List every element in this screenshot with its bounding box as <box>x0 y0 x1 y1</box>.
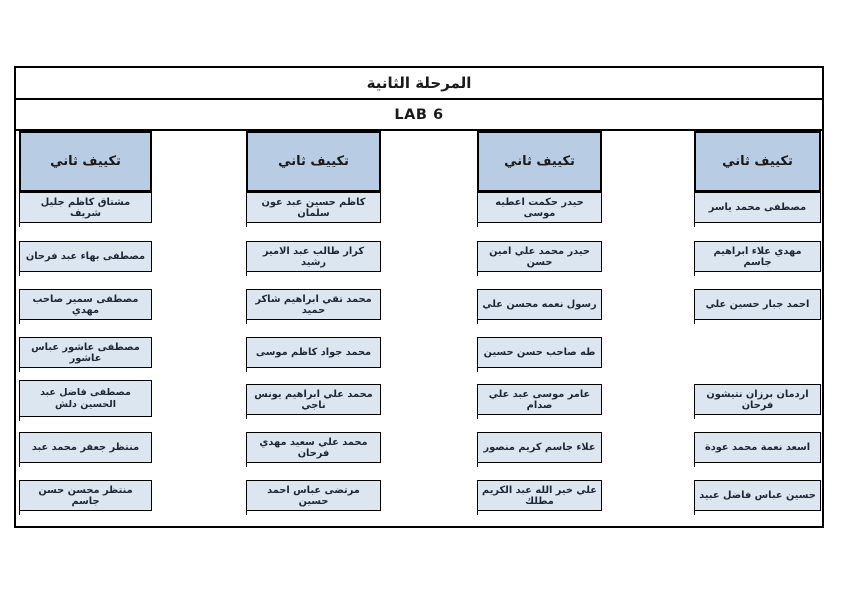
student-box: منتظر محسن حسن جاسم <box>18 480 152 515</box>
student-box: اسعد نعمة محمد عودة <box>693 432 821 467</box>
student-box: مصطفى عاشور عباس عاشور <box>18 337 152 372</box>
group-header-box: تكييف ثاني <box>246 131 381 192</box>
student-box: مرتضى عباس احمد حسين <box>245 480 381 515</box>
student-box: علاء جاسم كريم منصور <box>476 432 602 467</box>
student-box: مصطفى فاضل عبد الحسين دلش <box>18 380 152 421</box>
student-box: علي خير الله عبد الكريم مطلك <box>476 480 602 515</box>
group-header-box: تكييف ثاني <box>477 131 602 192</box>
student-box: رسول نعمه محسن علي <box>476 289 602 324</box>
student-box: مصطفى محمد ياسر <box>693 192 821 227</box>
student-box: مهدي علاء ابراهيم جاسم <box>693 241 821 276</box>
group-header-box: تكييف ثاني <box>694 131 821 192</box>
student-box: كاظم حسين عبد عون سلمان <box>245 192 381 227</box>
student-box: منتظر جعفر محمد عبد <box>18 432 152 467</box>
group-header-box: تكييف ثاني <box>19 131 152 192</box>
student-box: مصطفى سمير صاحب مهدي <box>18 289 152 324</box>
student-box: محمد جواد كاظم موسى <box>245 337 381 372</box>
student-box: طه صاحب حسن حسين <box>476 337 602 372</box>
student-box: احمد جبار حسين علي <box>693 289 821 324</box>
student-box: محمد تقي ابراهيم شاكر حميد <box>245 289 381 324</box>
student-box: اردمان برزان نتيشون فرحان <box>693 384 821 419</box>
student-box: حيدر حكمت اعطيه موسى <box>476 192 602 227</box>
student-box: مصطفى بهاء عبد فرحان <box>18 241 152 276</box>
student-box: محمد علي سعيد مهدي فرحان <box>245 432 381 467</box>
student-box: محمد علي ابراهيم يونس ناجي <box>245 384 381 419</box>
student-box: حيدر محمد علي امين حسن <box>476 241 602 276</box>
student-box: مشتاق كاظم جليل شريف <box>18 192 152 227</box>
stage-title: المرحلة الثانية <box>16 68 822 100</box>
student-box: كرار طالب عبد الامير رشيد <box>245 241 381 276</box>
student-box: عامر موسى عبد علي صدام <box>476 384 602 419</box>
lab-title: LAB 6 <box>16 100 822 131</box>
student-box: حسين عباس فاضل عبيد <box>693 480 821 515</box>
